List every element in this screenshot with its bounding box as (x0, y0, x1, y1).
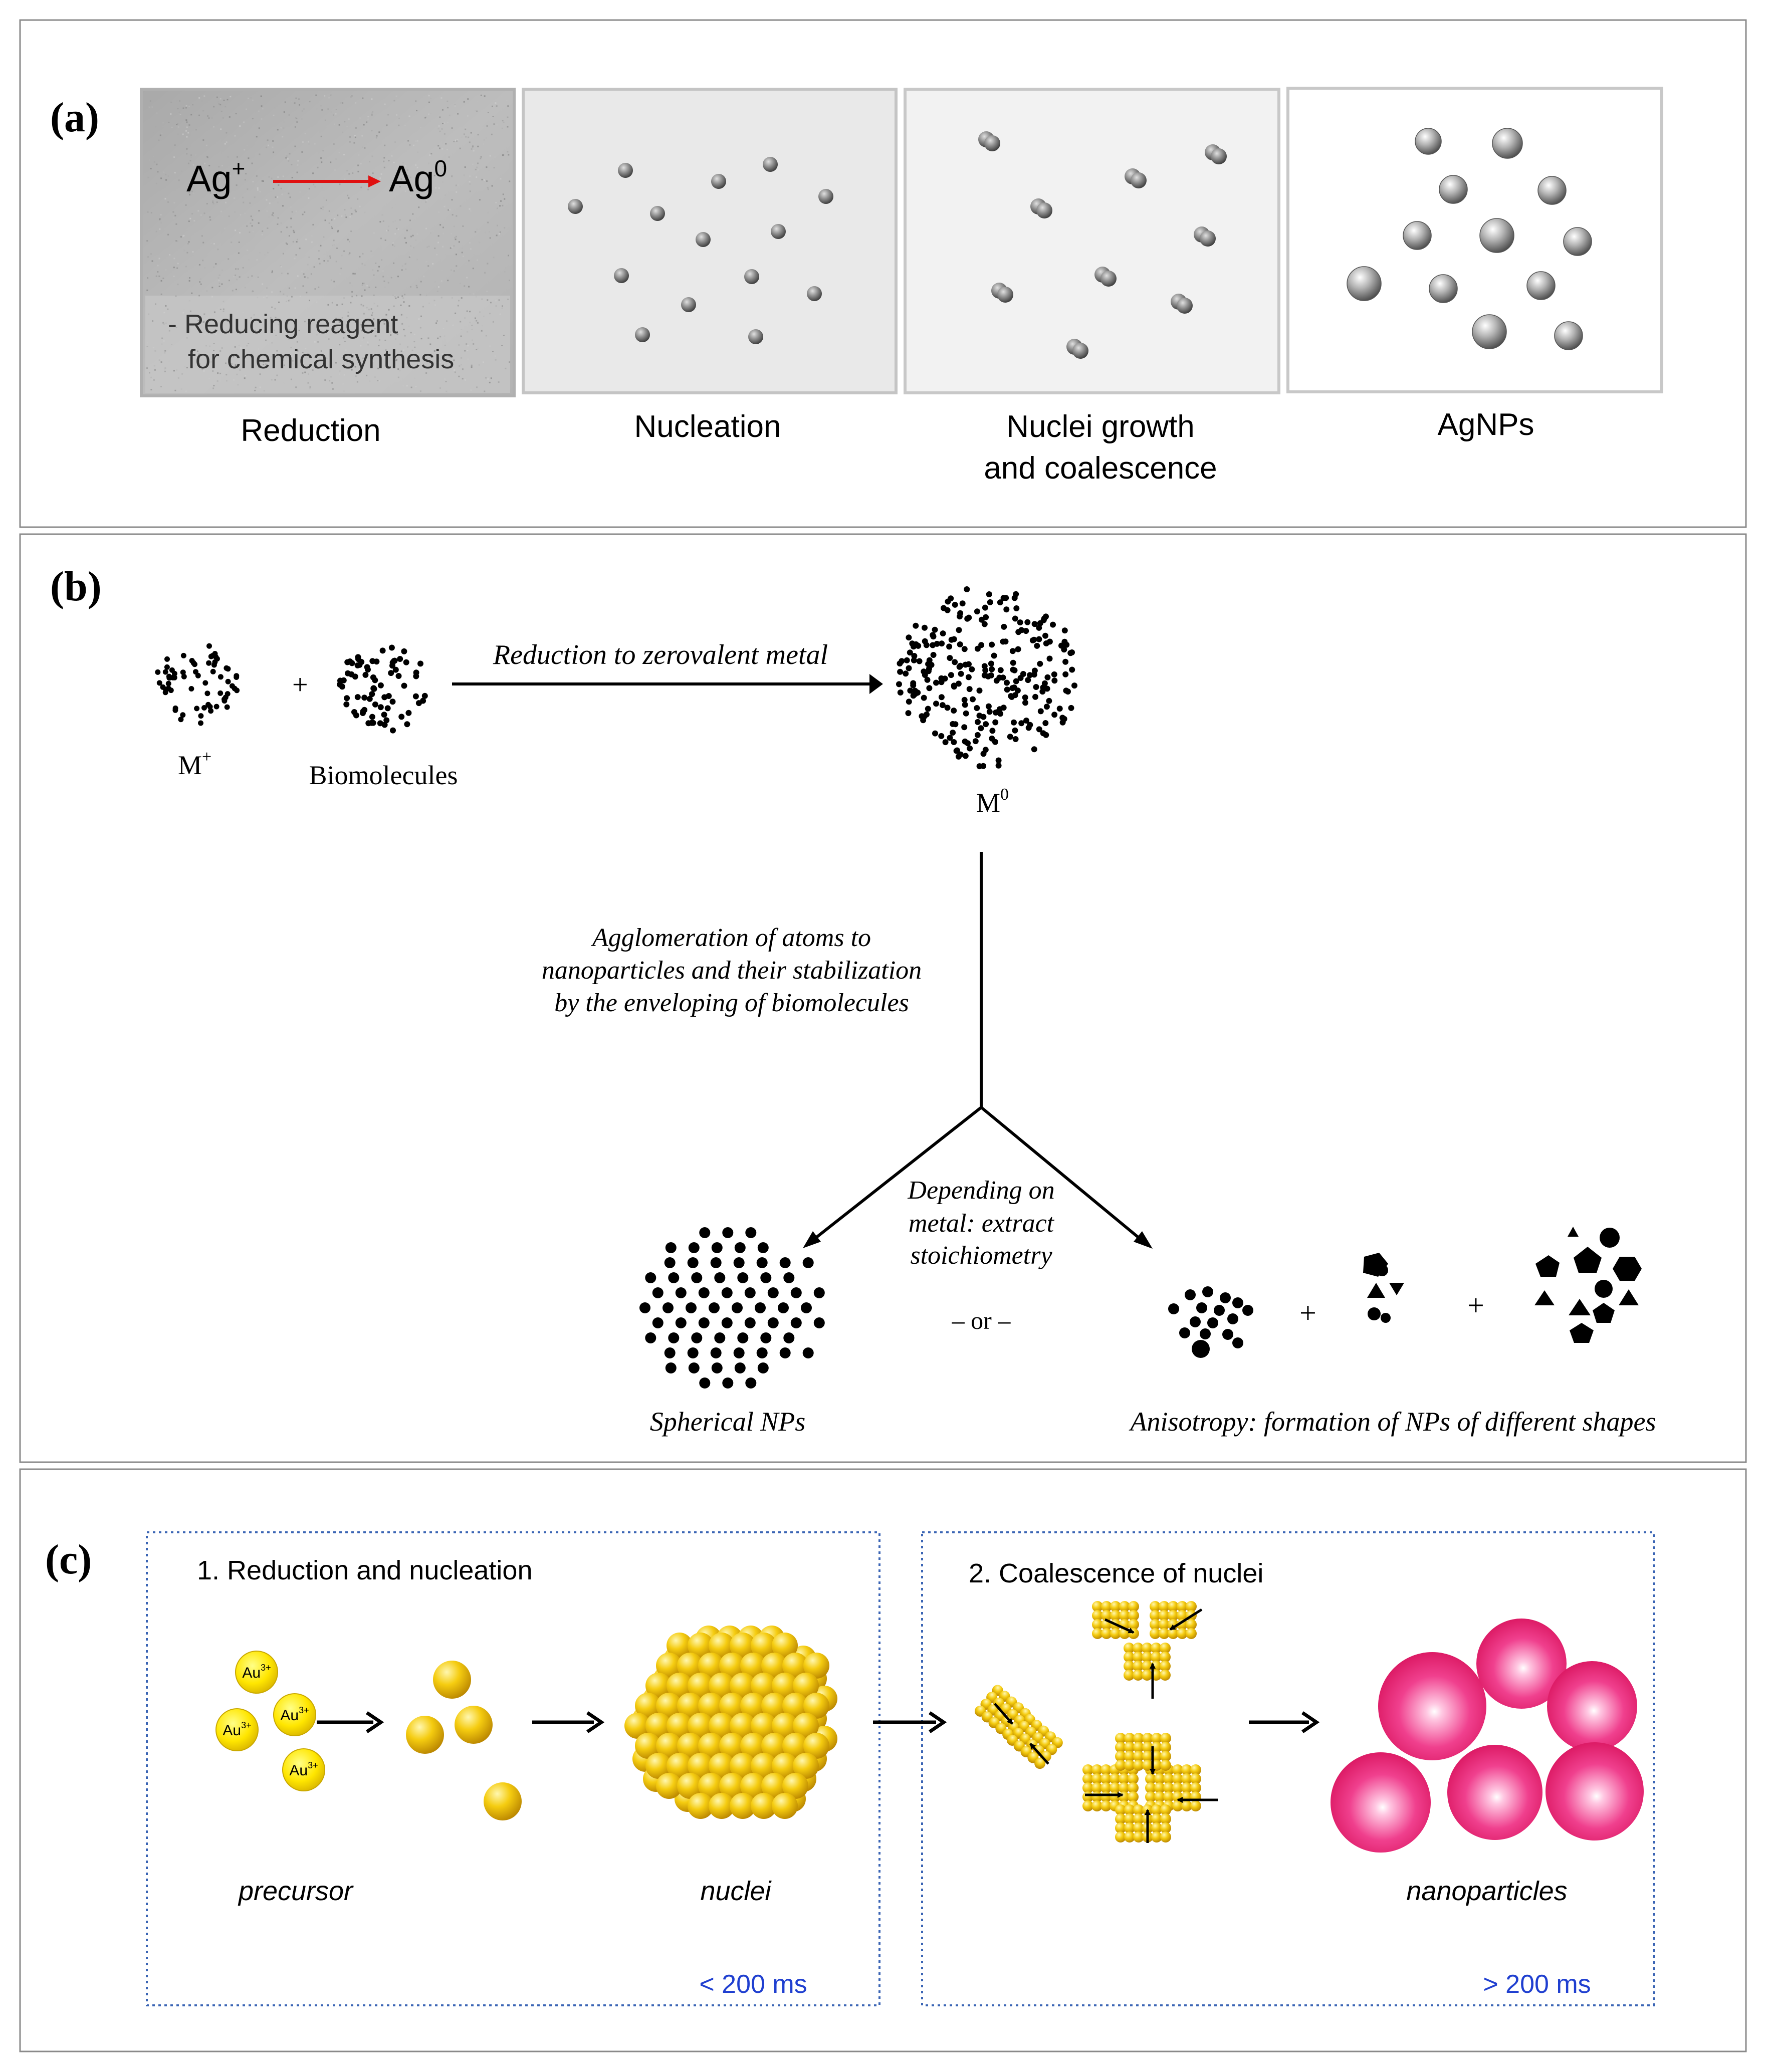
precursor-label: precursor (238, 1876, 354, 1906)
svg-text:Au3+: Au3+ (223, 1720, 251, 1739)
anisotropic-cluster-2 (1363, 1253, 1404, 1323)
reduction-arrow-head-b (869, 674, 883, 694)
spherical-np-cluster (639, 1227, 825, 1389)
branch-right-head (1134, 1231, 1153, 1249)
arrow-head-3 (929, 1711, 947, 1733)
nuclei-cluster (624, 1626, 837, 1819)
au-ion-4: Au3+ (282, 1748, 325, 1791)
spherical-label: Spherical NPs (650, 1407, 805, 1437)
nanoparticle-5 (1447, 1745, 1542, 1840)
biomolecule-cluster (337, 644, 428, 734)
time-step2: > 200 ms (1483, 1970, 1591, 1999)
nanoparticle-1 (1378, 1652, 1486, 1760)
agnps-box (1286, 87, 1663, 393)
plus-aniso-1: + (1299, 1296, 1316, 1329)
gold-atom-2 (406, 1716, 444, 1754)
caption-nucleation: Nucleation (634, 409, 781, 444)
step1-box (146, 1531, 880, 2006)
panel-c-label: (c) (45, 1536, 92, 1583)
anisotropic-cluster-1 (1168, 1286, 1253, 1358)
branch-left (810, 1106, 982, 1243)
reduction-arrow-head (368, 175, 381, 187)
growth-box (904, 88, 1280, 394)
m-ion-label: M+ (178, 748, 211, 780)
metal-ion-cluster (155, 643, 240, 726)
branch-right (980, 1106, 1145, 1243)
gold-atom-4 (484, 1782, 522, 1820)
svg-text:Au3+: Au3+ (242, 1663, 271, 1681)
svg-text:Au3+: Au3+ (280, 1705, 309, 1724)
nanoparticle-3 (1547, 1661, 1637, 1751)
caption-agnps: AgNPs (1438, 407, 1534, 442)
reagent-line-1: - Reducing reagent (168, 309, 398, 339)
gold-atom-3 (455, 1706, 493, 1744)
caption-growth-1: Nuclei growth (1006, 409, 1195, 444)
time-step1: < 200 ms (699, 1970, 807, 1999)
reagent-band (145, 296, 510, 393)
branch-left-head (803, 1231, 821, 1248)
growth-particles (978, 131, 1227, 359)
ag-ion-text: Ag+ (186, 155, 245, 199)
anisotropic-cluster-3 (1534, 1227, 1642, 1343)
depending-line-1: Depending on (907, 1176, 1054, 1205)
nanoparticle-4 (1331, 1752, 1431, 1853)
plus-sign: + (292, 669, 308, 701)
nucleation-particles (568, 157, 833, 344)
noise-pattern (146, 94, 511, 392)
reagent-line-2: for chemical synthesis (188, 344, 454, 374)
plus-aniso-2: + (1467, 1289, 1484, 1322)
nuclei-label: nuclei (700, 1876, 772, 1906)
agnp-particles (1347, 128, 1592, 350)
arrow-head-2 (586, 1711, 605, 1733)
caption-reduction: Reduction (241, 413, 380, 448)
gold-atom-1 (433, 1661, 471, 1699)
nanoparticles-label: nanoparticles (1406, 1876, 1567, 1906)
biomolecules-label: Biomolecules (309, 760, 458, 790)
panel-b-frame (19, 533, 1747, 1463)
reduction-to-zerovalent-label: Reduction to zerovalent metal (493, 639, 828, 670)
agglomeration-line-3: by the enveloping of biomolecules (554, 989, 909, 1017)
step1-title: 1. Reduction and nucleation (197, 1555, 533, 1585)
step2-title: 2. Coalescence of nuclei (969, 1558, 1263, 1588)
agglomeration-line-2: nanoparticles and their stabilization (542, 956, 922, 985)
or-label: – or – (952, 1306, 1011, 1334)
arrow-head-1 (366, 1711, 384, 1733)
caption-growth-2: and coalescence (984, 451, 1217, 486)
arrow-head-4 (1301, 1711, 1320, 1733)
au-ion-2: Au3+ (215, 1708, 259, 1751)
ag-atom-text: Ag0 (389, 155, 447, 199)
panel-a-label: (a) (50, 94, 99, 141)
agglomeration-line-1: Agglomeration of atoms to (591, 924, 871, 952)
depending-line-3: stoichiometry (910, 1241, 1052, 1270)
m0-label: M0 (976, 785, 1009, 818)
anisotropy-label: Anisotropy: formation of NPs of differen… (1129, 1407, 1656, 1437)
au-ion-1: Au3+ (235, 1651, 278, 1694)
zerovalent-cluster (896, 586, 1077, 770)
au-ion-3: Au3+ (273, 1693, 316, 1736)
depending-line-2: metal: extract (909, 1209, 1055, 1238)
panel-b-label: (b) (50, 563, 102, 610)
svg-text:Au3+: Au3+ (289, 1760, 318, 1779)
nanoparticle-6 (1546, 1742, 1644, 1840)
step2-box (921, 1531, 1655, 2006)
coalescing-nuclei (974, 1601, 1218, 1843)
nanoparticle-2 (1476, 1619, 1567, 1709)
